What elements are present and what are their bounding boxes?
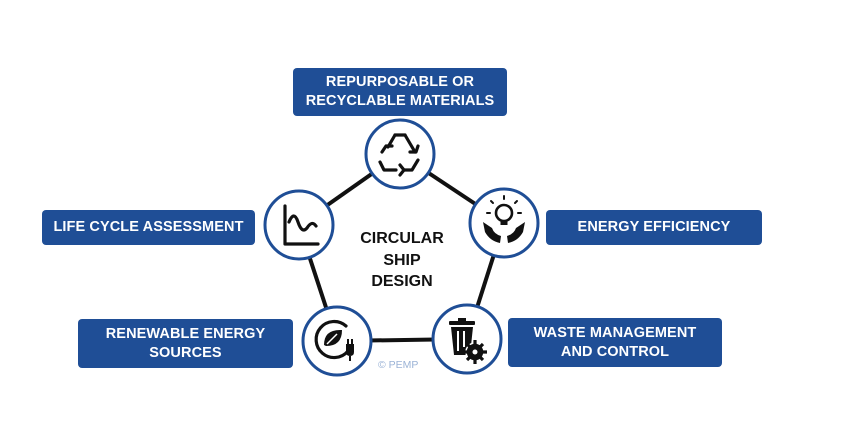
copyright-note: © PEMP — [378, 359, 419, 371]
label-lca: LIFE CYCLE ASSESSMENT — [42, 210, 255, 245]
node-renewable — [301, 305, 373, 377]
label-materials: REPURPOSABLE OR RECYCLABLE MATERIALS — [293, 68, 507, 116]
center-title: CIRCULAR SHIP DESIGN — [340, 228, 464, 293]
label-renewable: RENEWABLE ENERGY SOURCES — [78, 319, 293, 368]
node-energy-efficiency — [468, 187, 540, 259]
trash-bin-gear-icon — [449, 318, 487, 364]
node-materials — [364, 118, 436, 190]
center-title-line-3: DESIGN — [371, 273, 433, 290]
label-materials-line-2: RECYCLABLE MATERIALS — [305, 93, 495, 109]
label-materials-line-1: REPURPOSABLE OR — [325, 74, 475, 90]
wave-graph-icon — [283, 204, 320, 246]
leaf-plug-icon — [314, 319, 354, 361]
label-renewable-line-1: RENEWABLE ENERGY — [105, 325, 266, 342]
node-waste — [431, 303, 503, 375]
label-renewable-line-2: SOURCES — [149, 344, 222, 361]
hands-lightbulb-icon — [483, 195, 525, 243]
center-title-line-2: SHIP — [383, 251, 421, 269]
center-title-line-1: CIRCULAR — [360, 230, 444, 247]
label-waste: WASTE MANAGEMENT AND CONTROL — [508, 318, 722, 367]
node-lca — [263, 189, 335, 261]
label-lca-line-1: LIFE CYCLE ASSESSMENT — [53, 219, 244, 235]
label-energy-efficiency-line-1: ENERGY EFFICIENCY — [577, 219, 731, 235]
label-waste-line-1: WASTE MANAGEMENT — [533, 324, 697, 341]
label-waste-line-2: AND CONTROL — [560, 343, 670, 360]
label-energy-efficiency: ENERGY EFFICIENCY — [546, 210, 762, 245]
recycle-icon — [378, 133, 420, 177]
